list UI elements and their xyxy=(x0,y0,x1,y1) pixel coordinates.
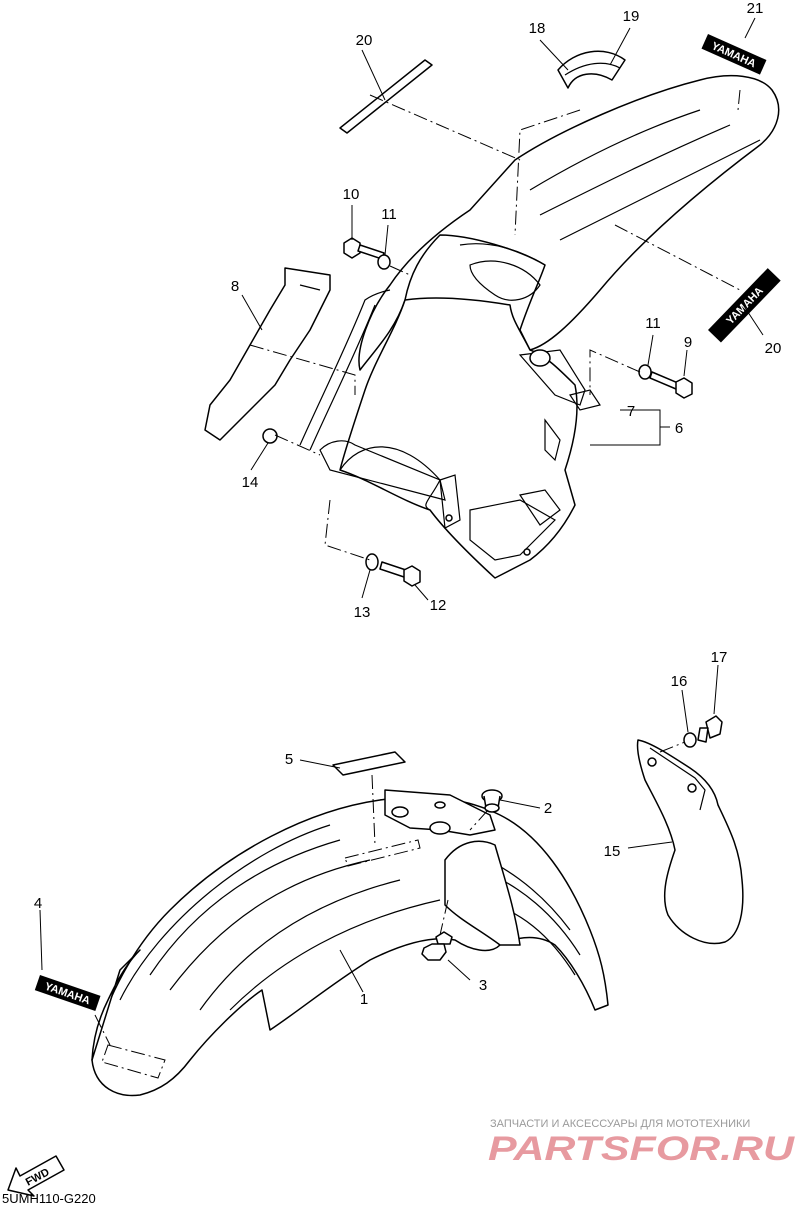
decal-21-yamaha: YAMAHA xyxy=(701,34,767,75)
callout-2: 2 xyxy=(544,800,552,817)
front-fender xyxy=(91,796,609,1097)
callout-5: 5 xyxy=(285,751,293,768)
callout-16: 16 xyxy=(671,673,688,690)
callout-18: 18 xyxy=(529,20,546,37)
callout-labels: 20 18 19 21 20 10 11 8 11 9 7 6 14 13 12… xyxy=(34,0,782,1008)
callout-19: 19 xyxy=(623,8,640,25)
front-fender-bracket xyxy=(384,789,496,836)
screw-17 xyxy=(697,715,723,743)
callout-4: 4 xyxy=(34,895,42,912)
callout-20-side: 20 xyxy=(765,340,782,357)
diagram-code: 5UMH110-G220 xyxy=(2,1191,96,1206)
front-fender-assembly: YAMAHA xyxy=(34,751,609,1097)
washer-13 xyxy=(365,553,379,571)
side-plate xyxy=(204,267,331,441)
callout-12: 12 xyxy=(430,597,447,614)
callout-15: 15 xyxy=(604,843,621,860)
decal-20-side: YAMAHA xyxy=(708,268,781,343)
rear-inner-guard xyxy=(339,297,578,579)
watermark-logo: PARTSFOR.RU xyxy=(488,1130,796,1168)
watermark-tagline: ЗАПЧАСТИ И АКСЕССУАРЫ ДЛЯ МОТОТЕХНИКИ xyxy=(490,1118,750,1130)
fork-guard-15 xyxy=(636,739,744,945)
callout-6: 6 xyxy=(675,420,683,437)
callout-1: 1 xyxy=(360,991,368,1008)
grommet-2 xyxy=(481,789,503,813)
callout-3: 3 xyxy=(479,977,487,994)
callout-10: 10 xyxy=(343,186,360,203)
rear-fender xyxy=(358,74,780,371)
washer-16 xyxy=(683,732,697,748)
callout-11-upper: 11 xyxy=(381,206,397,223)
washer-14 xyxy=(262,428,278,444)
callout-11-lower: 11 xyxy=(645,315,661,332)
decal-20-top xyxy=(339,59,433,134)
bolt-9 xyxy=(649,371,693,399)
bolt-12 xyxy=(379,561,421,587)
callout-8: 8 xyxy=(231,278,239,295)
callout-14: 14 xyxy=(242,474,259,491)
washer-11-lower xyxy=(638,364,652,380)
decal-5 xyxy=(332,751,406,776)
callout-21: 21 xyxy=(747,0,764,17)
decal-4-yamaha: YAMAHA xyxy=(34,975,101,1011)
bolt-10 xyxy=(343,237,385,260)
decal-20-side-text: YAMAHA xyxy=(724,285,766,327)
callout-9: 9 xyxy=(684,334,692,351)
fwd-arrow: FWD xyxy=(7,1155,65,1197)
decal-18 xyxy=(557,50,626,89)
rear-fender-assembly: YAMAHA YAMAHA xyxy=(204,17,781,601)
callout-17: 17 xyxy=(711,649,728,666)
callout-7: 7 xyxy=(627,403,635,420)
callout-13: 13 xyxy=(354,604,371,621)
washer-11-upper xyxy=(377,254,391,270)
watermark: ЗАПЧАСТИ И АКСЕССУАРЫ ДЛЯ МОТОТЕХНИКИ PA… xyxy=(488,1118,796,1168)
fork-guard-assembly xyxy=(627,664,744,945)
callout-20-top: 20 xyxy=(356,32,373,49)
